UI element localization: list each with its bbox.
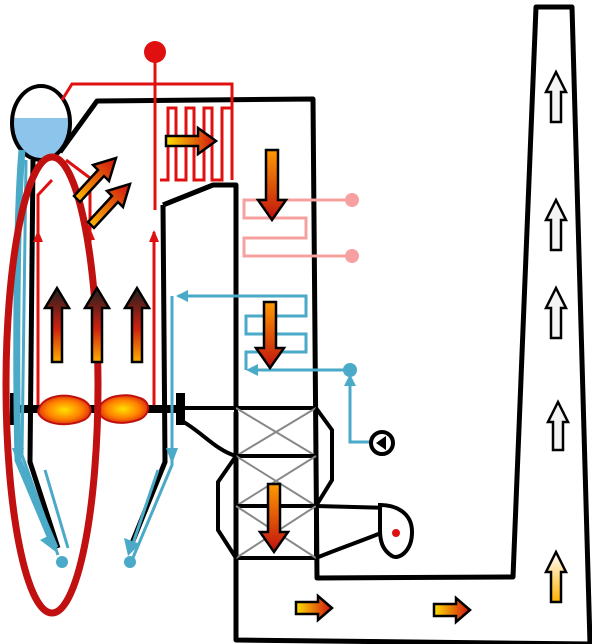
riser-arrowheads [33, 228, 159, 242]
steam-outlet-dot [144, 41, 166, 63]
reheater-outlet-dot [345, 249, 359, 263]
flow-arrow-icon [42, 69, 571, 625]
furnace-roof [57, 4, 592, 644]
highlight-ring [2, 153, 102, 617]
furnace-up-arrow-1 [42, 285, 72, 364]
duct-right-arrow-1 [294, 593, 334, 623]
boiler-outline [27, 4, 592, 644]
chimney-up-arrow-3 [543, 285, 569, 340]
duct-right-arrow-2 [432, 595, 472, 625]
steam-header-top [60, 82, 234, 180]
chimney-up-arrow-5 [543, 549, 569, 604]
down-arrow-economizer [253, 300, 287, 371]
feedwater-line [348, 370, 376, 444]
water-arrowhead-economizer-bottom [246, 364, 258, 376]
induced-draft-fan-icon [378, 502, 415, 559]
air-preheater-upper-x [235, 407, 317, 457]
hot-air-duct [179, 406, 237, 458]
riser-arrowhead-left [33, 230, 43, 242]
water-arrowhead-bottom-right [124, 538, 140, 556]
furnace-up-arrow-3 [122, 285, 152, 364]
furnace-front-wall [27, 159, 61, 549]
rear-header-dot [124, 556, 136, 568]
feedwater-dot [343, 363, 357, 377]
chimney-up-arrow-4 [545, 399, 571, 452]
flame-right [96, 394, 149, 424]
superheater-right-arrow [164, 125, 219, 157]
front-header-dot [56, 556, 68, 568]
reheater-inlet-dot [345, 193, 359, 207]
diag-arrow-2 [86, 182, 132, 230]
air-preheater-left-hopper [216, 454, 238, 560]
down-arrow-preheater [257, 482, 291, 555]
air-preheater-middle-x [235, 455, 317, 507]
flame-left [36, 394, 92, 426]
water-arrowhead-feed-up [344, 374, 356, 386]
rear-downcomer [130, 296, 174, 561]
air-preheater-right-hopper [314, 406, 334, 508]
steam-piping [36, 60, 234, 405]
water-arrowheads [12, 290, 356, 556]
reheater-coil [242, 198, 352, 258]
water-arrowhead-bottom-left [40, 534, 56, 552]
riser-top-left [36, 178, 54, 245]
water-arrowhead-rear-down [166, 448, 178, 464]
front-wall-lower-tube [43, 469, 70, 549]
water-arrowhead-economizer-top [176, 290, 188, 302]
chimney-up-arrow-2 [543, 197, 569, 252]
down-arrow-reheater [255, 148, 289, 223]
feedwater-pump-icon [369, 430, 395, 456]
chimney-up-arrow-1 [543, 69, 569, 124]
burner-end-right [176, 393, 185, 425]
flame-icon [36, 394, 149, 426]
burner-end-left [10, 393, 16, 425]
rear-wall-lower-tube [128, 469, 160, 553]
fan-hub [392, 529, 400, 537]
reheater-serpentine [242, 198, 352, 258]
furnace-up-arrow-2 [82, 285, 112, 364]
water-arrowhead-downcomer [12, 448, 24, 464]
riser-arrowhead-right [149, 230, 159, 242]
water-piping [20, 159, 376, 561]
diag-arrow-1 [72, 156, 118, 204]
main-downcomer [13, 149, 59, 550]
pump-impeller [376, 436, 386, 450]
